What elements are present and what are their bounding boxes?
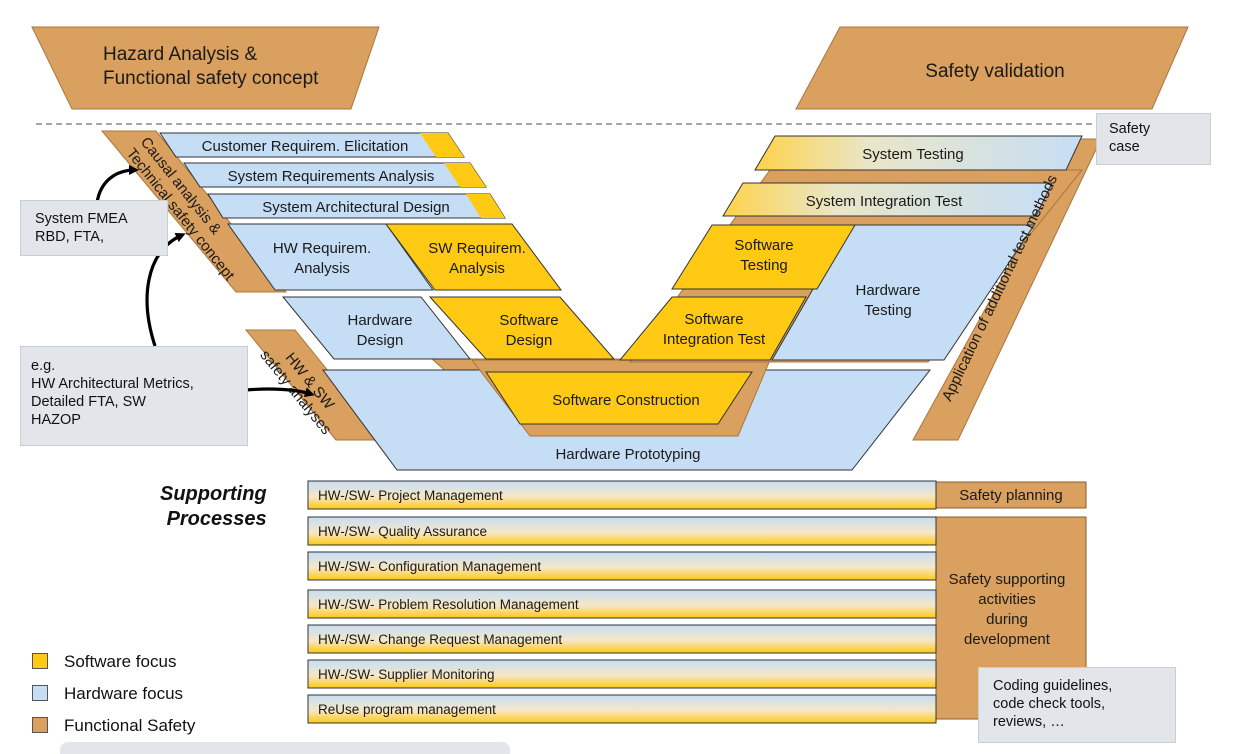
hw-requirements-box [227, 223, 434, 291]
process-label: HW-/SW- Problem Resolution Management [318, 597, 579, 612]
additional-tests-band [912, 138, 1102, 441]
customer-requirements-label: Customer Requirem. Elicitation [202, 138, 409, 155]
software-design-box [428, 296, 616, 360]
supporting-processes-title: Supporting Processes [160, 483, 267, 530]
process-row [307, 624, 937, 654]
fmea-note: System FMEA RBD, FTA, [20, 200, 168, 256]
process-row [307, 694, 937, 724]
bottom-gray-strip [60, 742, 510, 754]
hardware-prototyping-label: Hardware Prototyping [555, 446, 700, 463]
process-row [307, 589, 937, 619]
process-label: HW-/SW- Project Management [318, 488, 503, 503]
legend-hardware-swatch [32, 685, 48, 701]
process-label: HW-/SW- Supplier Monitoring [318, 667, 495, 682]
system-testing-label: System Testing [862, 146, 963, 163]
hazard-analysis-label: Hazard Analysis &Functional safety conce… [103, 44, 319, 89]
software-construction-box [485, 371, 753, 425]
process-row [307, 659, 937, 689]
metrics-note: e.g. HW Architectural Metrics, Detailed … [20, 346, 248, 446]
sw-requirements-box [385, 223, 562, 291]
software-testing-box [671, 224, 856, 290]
legend-safety: Functional Safety [32, 716, 195, 736]
process-label: HW-/SW- Quality Assurance [318, 524, 487, 539]
hardware-design-box [281, 296, 472, 360]
hw-requirements-label: HW Requirem.Analysis [273, 240, 371, 277]
process-label: HW-/SW- Configuration Management [318, 559, 541, 574]
software-construction-label: Software Construction [552, 392, 700, 409]
legend-hardware: Hardware focus [32, 684, 183, 704]
hazard-analysis-box [31, 26, 380, 110]
legend-safety-swatch [32, 717, 48, 733]
system-architecture-accent [466, 194, 505, 218]
metrics-arrow-lower [245, 387, 315, 397]
technical-safety-concept-band [100, 130, 288, 293]
system-architecture-label: System Architectural Design [262, 199, 450, 216]
metrics-arrow-upper [145, 232, 186, 347]
coding-note: Coding guidelines, code check tools, rev… [978, 667, 1176, 743]
hardware-testing-box [771, 224, 1035, 361]
system-testing-box [754, 135, 1083, 171]
process-label: HW-/SW- Change Request Management [318, 632, 562, 647]
legend-software: Software focus [32, 652, 176, 672]
legend-software-swatch [32, 653, 48, 669]
process-row [307, 480, 937, 510]
legend-software-label: Software focus [64, 652, 177, 671]
safety-planning-box [935, 481, 1087, 509]
system-requirements-accent [444, 163, 486, 187]
customer-requirements-accent [420, 133, 464, 157]
system-integration-box [722, 182, 1053, 217]
system-integration-label: System Integration Test [806, 193, 963, 210]
system-requirements-label: System Requirements Analysis [228, 168, 435, 185]
process-label: ReUse program management [318, 702, 496, 717]
process-row [307, 516, 937, 546]
legend-hardware-label: Hardware focus [64, 684, 184, 703]
process-row [307, 551, 937, 581]
legend-safety-label: Functional Safety [64, 716, 196, 735]
safety-planning-label: Safety planning [959, 487, 1062, 504]
fmea-arrow [95, 165, 139, 204]
sw-requirements-label: SW Requirem.Analysis [428, 240, 526, 277]
safety-case-note: Safety case [1096, 113, 1211, 165]
safety-validation-box [795, 26, 1189, 110]
safety-validation-label: Safety validation [925, 61, 1064, 82]
software-integration-box [618, 296, 807, 361]
